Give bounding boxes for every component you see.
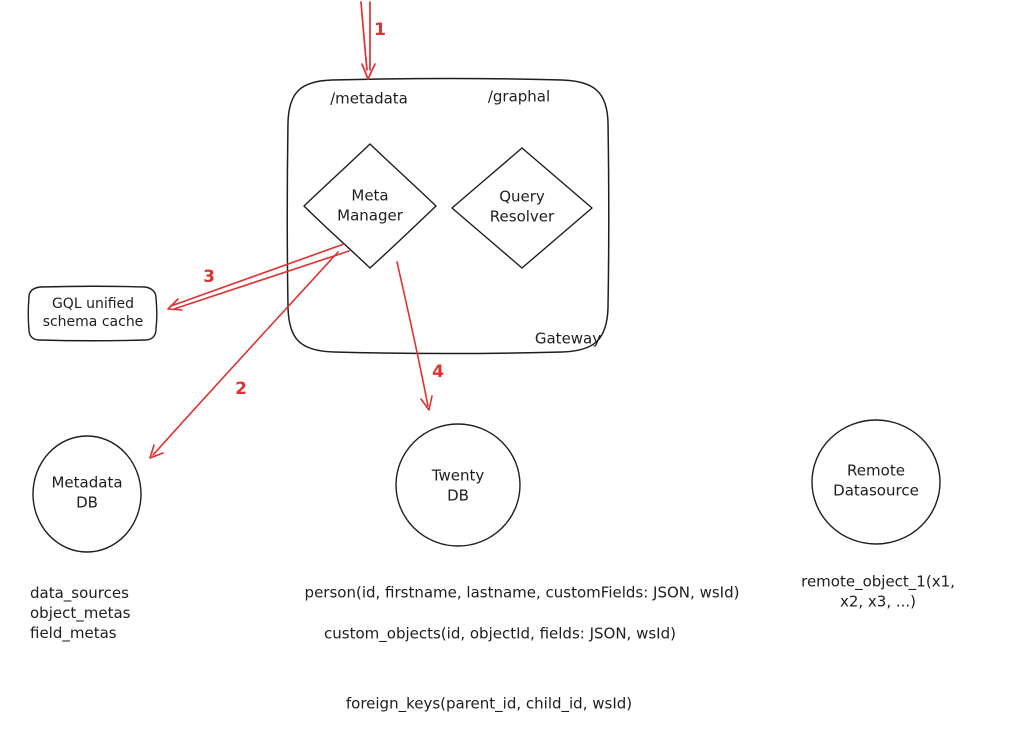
remote-datasource-table: remote_object_1(x1, x2, x3, ...) [801, 572, 955, 611]
arrow-3-to-cache [167, 243, 350, 311]
remote-datasource-circle [811, 419, 941, 545]
meta-manager-diamond [303, 143, 437, 269]
metadata-db-tables: data_sources object_metas field_metas [30, 583, 130, 643]
arrow-4-to-twenty-db [396, 261, 433, 411]
arrow-1-incoming [360, 1, 376, 80]
table-name: field_metas [30, 624, 117, 642]
schema-cache-label: GQL unified schema cache [42, 295, 144, 330]
metadata-db-label: Metadata DB [51, 473, 123, 512]
table-name: object_metas [30, 604, 131, 622]
arrow-3-number: 3 [203, 267, 215, 287]
table-name: data_sources [30, 584, 129, 602]
query-resolver-label: Query Resolver [489, 187, 555, 226]
gateway-route-graphql: /graphal [487, 87, 551, 106]
metadata-db-circle [32, 435, 142, 553]
twenty-db-table-person: person(id, firstname, lastname, customFi… [304, 583, 740, 602]
arrow-2-number: 2 [235, 379, 247, 399]
query-resolver-diamond [451, 147, 593, 269]
gateway-box [286, 77, 610, 355]
arrow-1-number: 1 [374, 20, 386, 40]
gateway-route-metadata: /metadata [330, 89, 408, 108]
twenty-db-table-custom-objects: custom_objects(id, objectId, fields: JSO… [324, 624, 676, 643]
twenty-db-label: Twenty DB [431, 466, 485, 505]
arrow-4-number: 4 [432, 362, 444, 382]
remote-datasource-label: Remote Datasource [833, 461, 919, 500]
arrow-2-to-metadata-db [149, 251, 339, 459]
meta-manager-label: Meta Manager [337, 186, 403, 225]
gateway-label: Gateway [534, 329, 602, 348]
schema-cache-box [27, 285, 158, 342]
twenty-db-table-foreign-keys: foreign_keys(parent_id, child_id, wsId) [345, 694, 633, 713]
twenty-db-circle [395, 423, 521, 547]
